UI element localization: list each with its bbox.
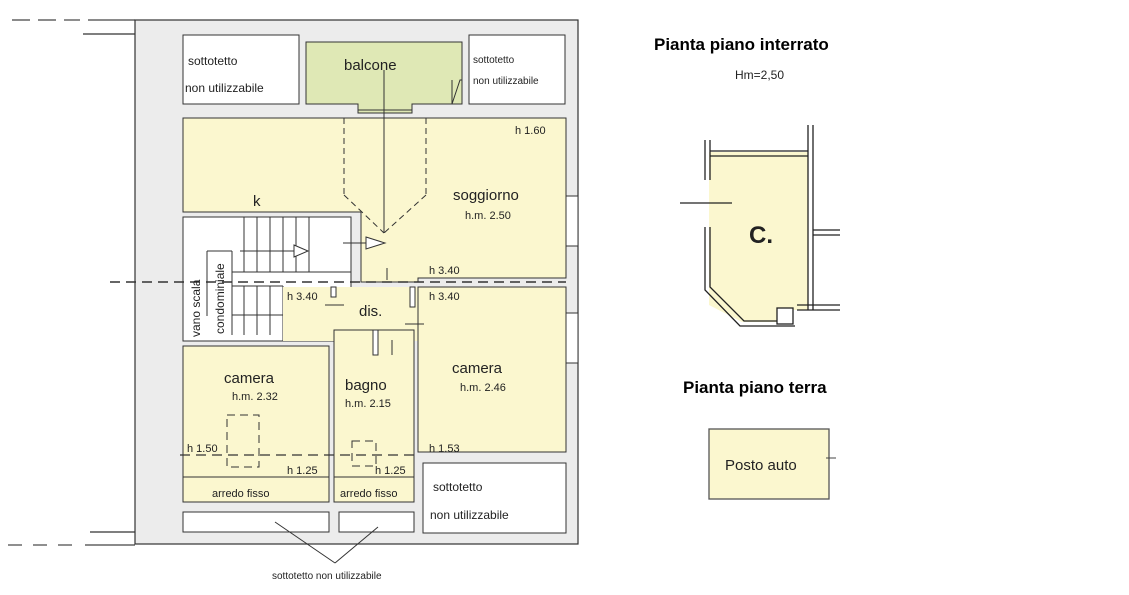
height-h153: h 1.53 [429, 443, 460, 455]
label-interrato-height: Hm=2,50 [735, 68, 784, 82]
room-sottotetto-bottom-left [182, 511, 330, 533]
label-sottotetto-bottom: sottotetto non utilizzabile [272, 571, 382, 582]
room-camera-left [182, 345, 330, 503]
label-vano-scala: vano scala [189, 279, 203, 337]
label-sottotetto-br-2: non utilizzabile [430, 508, 509, 522]
plan-interrato [680, 125, 840, 327]
label-soggiorno-hm: h.m. 2.50 [465, 210, 511, 222]
label-sottotetto-tl-2: non utilizzabile [185, 81, 264, 95]
label-camera-left: camera [224, 370, 275, 387]
room-posto-auto [708, 428, 830, 500]
room-camera-right [417, 286, 567, 453]
label-sottotetto-tr-2: non utilizzabile [473, 76, 539, 87]
height-h340-a: h 3.40 [429, 265, 460, 277]
room-disimpegno [283, 287, 418, 341]
label-sottotetto-tr-1: sottotetto [473, 55, 515, 66]
height-h125-a: h 1.25 [287, 465, 318, 477]
label-arredo-left: arredo fisso [212, 488, 269, 500]
label-arredo-mid: arredo fisso [340, 488, 397, 500]
height-h340-b: h 3.40 [287, 291, 318, 303]
height-h160: h 1.60 [515, 125, 546, 137]
room-bagno [333, 329, 415, 503]
label-posto-auto: Posto auto [725, 457, 797, 474]
label-interrato-room: C. [749, 222, 773, 249]
label-camera-left-hm: h.m. 2.32 [232, 391, 278, 403]
label-bagno-hm: h.m. 2.15 [345, 398, 391, 410]
label-sottotetto-tl-1: sottotetto [188, 54, 238, 68]
height-h340-c: h 3.40 [429, 291, 460, 303]
title-interrato: Pianta piano interrato [654, 35, 829, 54]
label-camera-right-hm: h.m. 2.46 [460, 382, 506, 394]
room-sottotetto-top-left [182, 34, 300, 105]
room-sottotetto-bottom-right [422, 462, 567, 534]
label-kitchen: k [253, 193, 261, 210]
label-soggiorno: soggiorno [453, 187, 519, 204]
room-sottotetto-top-right [468, 34, 566, 105]
label-balcone: balcone [344, 57, 397, 74]
title-terra: Pianta piano terra [683, 378, 827, 397]
label-dis: dis. [359, 303, 382, 320]
label-condominiale: condominiale [213, 263, 227, 334]
label-camera-right: camera [452, 360, 503, 377]
height-h150: h 1.50 [187, 443, 218, 455]
label-bagno: bagno [345, 377, 387, 394]
stair-direction-arrow [240, 236, 387, 258]
balcone-projection [343, 118, 427, 234]
furniture-outline [226, 414, 377, 468]
height-h125-b: h 1.25 [375, 465, 406, 477]
room-sottotetto-bottom-mid [338, 511, 415, 533]
label-sottotetto-br-1: sottotetto [433, 480, 483, 494]
